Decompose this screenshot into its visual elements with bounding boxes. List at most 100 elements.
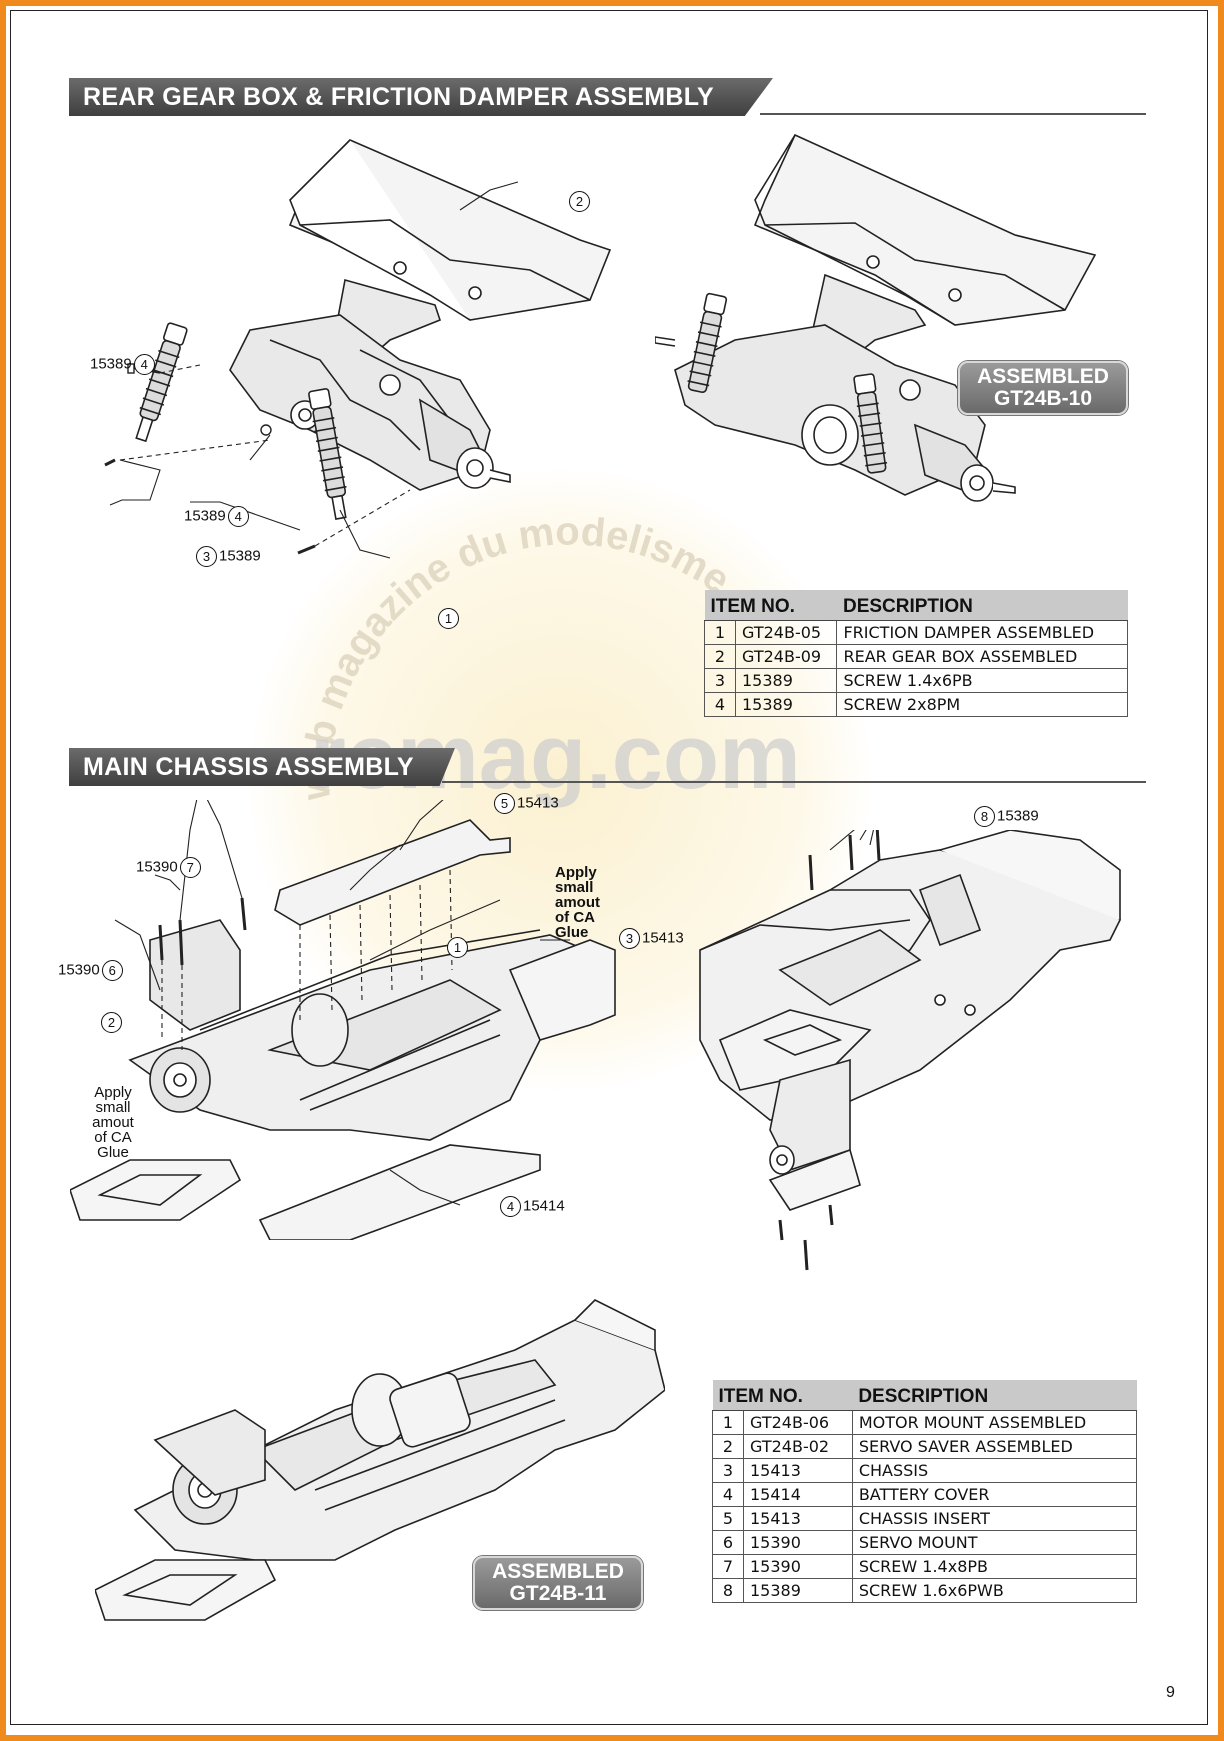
callout-number-circle: 4 — [227, 506, 249, 527]
main-chassis-exploded-illustration — [70, 800, 616, 1240]
callout-part-number: 15390 — [58, 961, 100, 979]
cell-item-no: 15390 — [743, 1554, 853, 1579]
table-header-row: ITEM NO. DESCRIPTION — [712, 1380, 1137, 1411]
callout-number-circle: 4 — [133, 354, 155, 375]
callout-number-circle: 4 — [500, 1196, 521, 1217]
callout-part-number: 15390 — [136, 858, 178, 876]
note-line: Glue — [555, 924, 589, 941]
note-line: small — [555, 879, 594, 896]
callout-part-number: 15389 — [997, 807, 1039, 825]
callout-item-2: 2 — [567, 191, 592, 212]
cell-description: FRICTION DAMPER ASSEMBLED — [836, 620, 1128, 645]
cell-index: 2 — [704, 644, 736, 669]
note-line: of CA — [94, 1129, 132, 1146]
badge-line-1: ASSEMBLED — [977, 365, 1109, 388]
callout-number-circle: 3 — [619, 928, 640, 949]
cell-index: 6 — [712, 1530, 744, 1555]
section-title-rear-gearbox: REAR GEAR BOX & FRICTION DAMPER ASSEMBLY — [69, 78, 773, 116]
callout-number-circle: 2 — [569, 191, 590, 212]
callout-number-circle: 1 — [438, 608, 459, 629]
page-border — [10, 10, 1208, 1725]
assembled-badge-gt24b-10: ASSEMBLED GT24B-10 — [958, 361, 1128, 415]
note-line: small — [95, 1099, 131, 1116]
cell-description: REAR GEAR BOX ASSEMBLED — [836, 644, 1128, 669]
callout-item-1: 1 — [445, 937, 470, 958]
cell-description: SERVO SAVER ASSEMBLED — [851, 1434, 1138, 1459]
rear-gearbox-exploded-illustration — [104, 139, 612, 559]
cell-item-no: 15389 — [743, 1578, 853, 1603]
assembled-badge-gt24b-11: ASSEMBLED GT24B-11 — [473, 1556, 643, 1610]
badge-line-2: GT24B-10 — [993, 387, 1093, 410]
col-header-description: DESCRIPTION — [836, 590, 1128, 621]
cell-index: 1 — [704, 620, 736, 645]
cell-description: CHASSIS INSERT — [851, 1506, 1138, 1531]
page-number: 9 — [1166, 1684, 1175, 1701]
cell-index: 4 — [712, 1482, 744, 1507]
note-line: amout — [555, 894, 600, 911]
note-line: Apply — [555, 864, 597, 881]
callout-item-1: 1 — [436, 608, 461, 629]
callout-number-circle: 7 — [179, 857, 201, 878]
note-line: amout — [92, 1114, 134, 1131]
callout-number-circle: 1 — [447, 937, 468, 958]
callout-number-circle: 6 — [101, 960, 123, 981]
section-rule — [760, 113, 1146, 115]
callout-part-number: 15413 — [517, 794, 559, 812]
cell-index: 7 — [712, 1554, 744, 1579]
cell-item-no: 15413 — [743, 1506, 853, 1531]
callout-item-2: 2 — [99, 1012, 124, 1033]
section-rule — [442, 781, 1146, 783]
badge-line-1: ASSEMBLED — [492, 1560, 624, 1583]
cell-item-no: 15389 — [734, 668, 838, 693]
cell-description: SCREW 2x8PM — [836, 692, 1128, 717]
callout-number-circle: 3 — [196, 546, 217, 567]
main-chassis-assembled-illustration — [95, 1299, 665, 1621]
callout-part-number: 15389 — [219, 547, 261, 565]
cell-item-no: GT24B-05 — [734, 620, 838, 645]
callout-part-number: 15389 — [90, 355, 132, 373]
cell-item-no: GT24B-06 — [743, 1410, 853, 1435]
callout-number-circle: 8 — [974, 806, 995, 827]
cell-index: 2 — [712, 1434, 744, 1459]
cell-index: 5 — [712, 1506, 744, 1531]
note-line: Apply — [94, 1084, 132, 1101]
cell-description: SCREW 1.4x8PB — [851, 1554, 1138, 1579]
main-chassis-underside-illustration — [699, 830, 1121, 1271]
cell-item-no: 15414 — [743, 1482, 853, 1507]
col-header-item-no: ITEM NO. — [704, 590, 837, 621]
note-line: Glue — [97, 1144, 129, 1161]
cell-index: 3 — [712, 1458, 744, 1483]
col-header-description: DESCRIPTION — [852, 1380, 1137, 1411]
col-header-item-no: ITEM NO. — [712, 1380, 853, 1411]
callout-part-number: 15389 — [184, 507, 226, 525]
callout-part-number: 15414 — [523, 1197, 565, 1215]
cell-description: SCREW 1.6x6PWB — [851, 1578, 1138, 1603]
section-title-main-chassis: MAIN CHASSIS ASSEMBLY — [69, 748, 455, 786]
glue-note-right: Apply small amout of CA Glue — [555, 865, 600, 940]
cell-index: 1 — [712, 1410, 744, 1435]
badge-line-2: GT24B-11 — [509, 1582, 607, 1605]
table-header-row: ITEM NO. DESCRIPTION — [704, 590, 1128, 621]
cell-index: 3 — [704, 668, 736, 693]
rear-gearbox-assembled-illustration — [655, 133, 1097, 502]
cell-description: SCREW 1.4x6PB — [836, 668, 1128, 693]
